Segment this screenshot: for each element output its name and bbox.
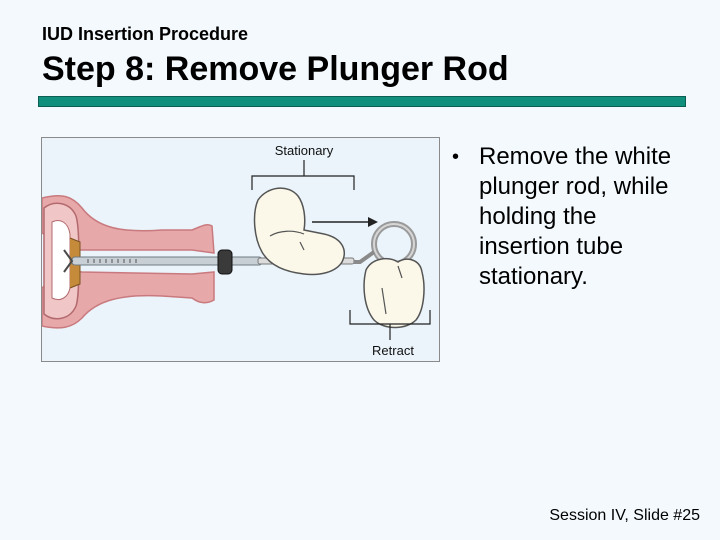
procedure-illustration: Stationary Retract — [41, 137, 440, 362]
slide-supertitle: IUD Insertion Procedure — [42, 24, 249, 44]
stationary-bracket — [251, 175, 355, 190]
bullet-text: Remove the white plunger rod, while hold… — [479, 143, 672, 290]
depth-flange — [217, 249, 233, 275]
iud-arms — [63, 249, 74, 273]
retract-arrow-head-icon — [368, 217, 378, 227]
stationary-hand-icon — [253, 187, 345, 276]
retracting-hand-icon — [363, 257, 425, 329]
plunger-connector — [354, 250, 376, 264]
slide-title: Step 8: Remove Plunger Rod — [42, 50, 509, 88]
illustration-drawing: Stationary Retract — [42, 138, 439, 361]
bullet-icon: • — [452, 146, 460, 168]
tube-markings — [87, 259, 137, 263]
label-stationary: Stationary — [275, 143, 334, 158]
uterine-cavity — [51, 220, 71, 301]
label-retract: Retract — [372, 343, 414, 358]
bullet-list: • Remove the white plunger rod, while ho… — [452, 142, 682, 292]
title-rule — [38, 96, 686, 107]
bullet-item: • Remove the white plunger rod, while ho… — [452, 142, 682, 292]
slide-footer: Session IV, Slide #25 — [549, 507, 700, 524]
